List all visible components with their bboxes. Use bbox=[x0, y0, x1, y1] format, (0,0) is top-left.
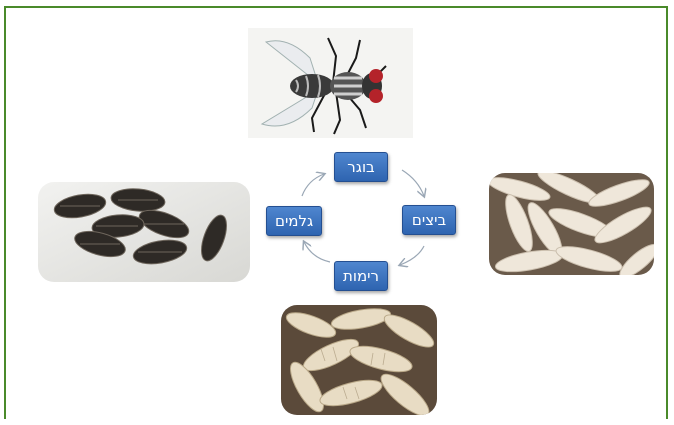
stage-larvae: רימות bbox=[334, 261, 388, 291]
stage-pupae: גלמים bbox=[266, 206, 322, 236]
arrow-larvae-to-pupae bbox=[304, 242, 330, 262]
stage-adult: בוגר bbox=[334, 152, 388, 182]
arrow-adult-to-eggs bbox=[402, 170, 424, 196]
stage-eggs: ביצים bbox=[402, 205, 456, 235]
arrow-pupae-to-adult bbox=[302, 174, 324, 196]
arrow-eggs-to-larvae bbox=[400, 246, 424, 265]
